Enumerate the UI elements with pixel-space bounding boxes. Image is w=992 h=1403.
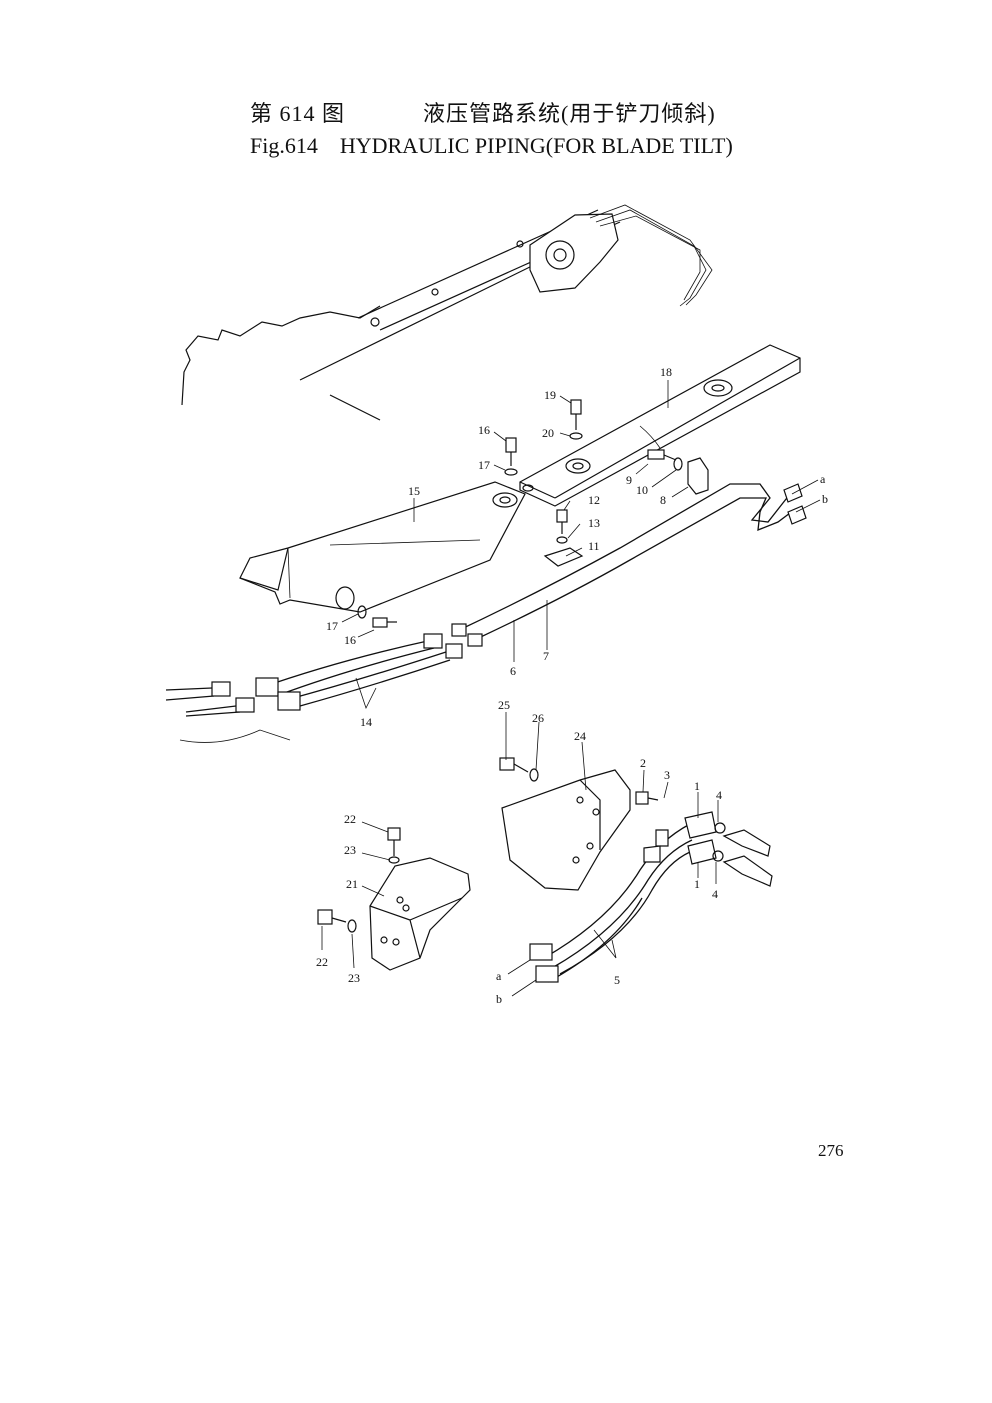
- figure-title-english: Fig.614 HYDRAULIC PIPING(FOR BLADE TILT): [250, 133, 733, 158]
- callout-label: 17: [478, 458, 490, 472]
- bracket-21: [317, 827, 471, 971]
- callout-label: 5: [614, 973, 620, 987]
- callout-label: 15: [408, 484, 420, 498]
- page-number: 276: [818, 1141, 844, 1160]
- callout-label: 4: [716, 788, 722, 802]
- fasteners-upper: [357, 399, 709, 628]
- callout-label: 13: [588, 516, 600, 530]
- callout-label: 10: [636, 483, 648, 497]
- callout-label: 22: [344, 812, 356, 826]
- callout-label: 2: [640, 756, 646, 770]
- callout-label: 20: [542, 426, 554, 440]
- callout-label: 7: [543, 649, 549, 663]
- figure-title-chinese: 第 614 图 液压管路系统(用于铲刀倾斜): [250, 101, 716, 126]
- callout-label: 11: [588, 539, 600, 553]
- callout-label: 16: [344, 633, 356, 647]
- callout-label: 14: [360, 715, 372, 729]
- callout-label: 21: [346, 877, 358, 891]
- frame-bar: [519, 344, 801, 507]
- callout-label: 23: [348, 971, 360, 985]
- callout-label: 23: [344, 843, 356, 857]
- pipes-and-hoses-upper: [165, 483, 807, 743]
- lower-right-assembly: [499, 757, 773, 983]
- callout-labels: 18 19 20 16 17 15 12 13 11 9 10 8 a b 17…: [316, 365, 828, 1006]
- callout-label: 25: [498, 698, 510, 712]
- callout-label: b: [822, 492, 828, 506]
- leader-lines: [321, 380, 821, 997]
- callout-label: 24: [574, 729, 586, 743]
- callout-label: 6: [510, 664, 516, 678]
- callout-label: 9: [626, 473, 632, 487]
- callout-label: 8: [660, 493, 666, 507]
- tractor-frame-outline: [181, 204, 713, 421]
- callout-label: 17: [326, 619, 338, 633]
- bracket-15: [239, 481, 526, 613]
- callout-label: 1: [694, 877, 700, 891]
- callout-label: 4: [712, 887, 718, 901]
- callout-label: 18: [660, 365, 672, 379]
- callout-label: 22: [316, 955, 328, 969]
- callout-label: b: [496, 992, 502, 1006]
- callout-label: 19: [544, 388, 556, 402]
- callout-label: 12: [588, 493, 600, 507]
- callout-label: 16: [478, 423, 490, 437]
- callout-label: 1: [694, 779, 700, 793]
- callout-label: a: [820, 472, 826, 486]
- callout-label: 26: [532, 711, 544, 725]
- callout-label: 3: [664, 768, 670, 782]
- callout-label: a: [496, 969, 502, 983]
